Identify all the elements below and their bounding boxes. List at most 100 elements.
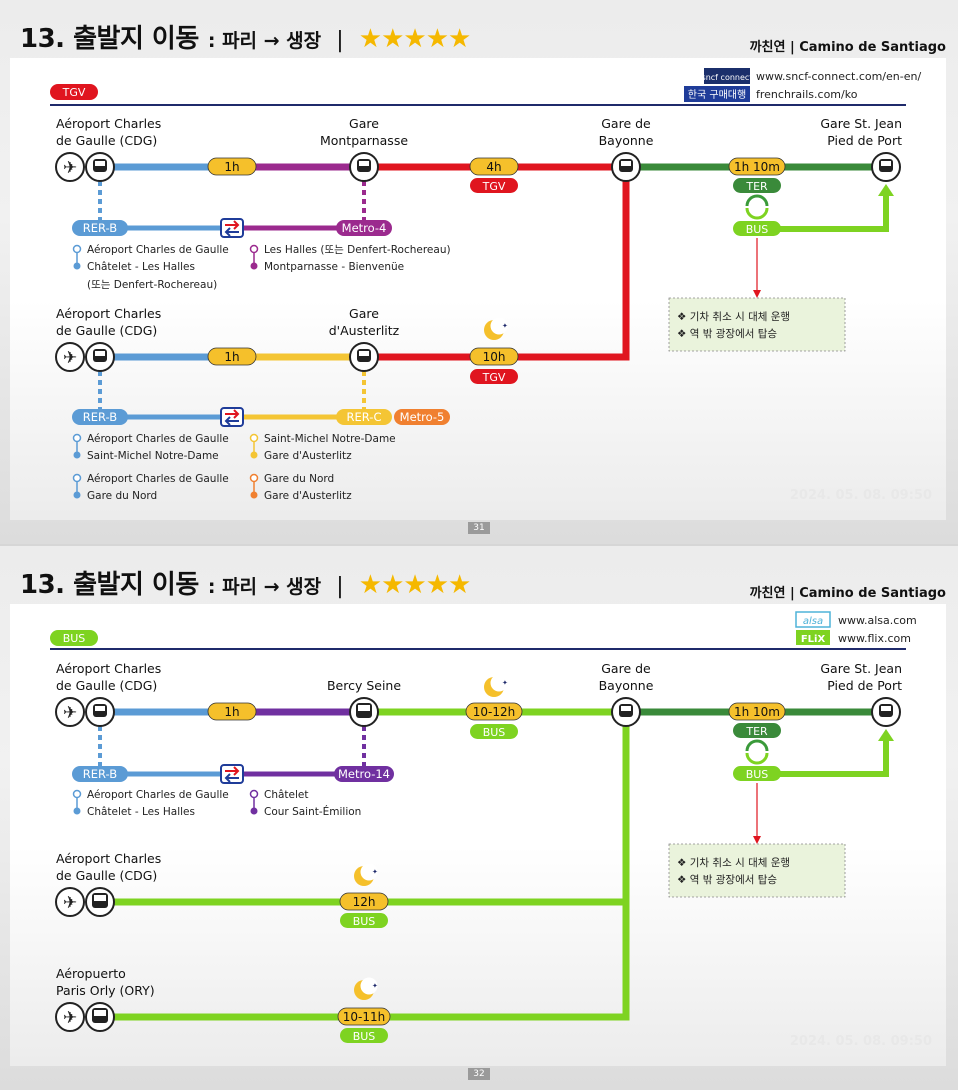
link-alsa[interactable]: www.alsa.com	[838, 614, 917, 627]
mode-label: BUS	[746, 223, 769, 236]
station-cdg-2-line2: de Gaulle (CDG)	[56, 323, 157, 338]
duration-label: 10-12h	[473, 705, 515, 719]
bus-icon	[349, 697, 379, 727]
mode-label: TGV	[482, 371, 506, 384]
duration-label: 1h 10m	[734, 160, 780, 174]
link-sncf[interactable]: www.sncf-connect.com/en-en/	[756, 70, 921, 83]
station-cdg-1-line2: de Gaulle (CDG)	[56, 133, 157, 148]
stop-list-metro14: Châtelet Cour Saint-Émilion	[249, 789, 361, 818]
rating-stars: ★★★★★	[358, 24, 472, 54]
slide-31: 13. 출발지 이동 : 파리 → 생장 | ★★★★★ 까친연 | Camin…	[0, 0, 958, 544]
mode-tag-bus	[50, 630, 98, 646]
svg-text:(또는 Denfert-Rochereau): (또는 Denfert-Rochereau)	[87, 279, 217, 291]
svg-text:Aéroport Charles de Gaulle: Aéroport Charles de Gaulle	[87, 473, 229, 485]
station-orly-line2: Paris Orly (ORY)	[56, 983, 155, 998]
station-cdg-2-line2: de Gaulle (CDG)	[56, 868, 157, 883]
diagram-panel	[10, 604, 946, 1066]
duration-label: 12h	[353, 895, 376, 909]
duration-pill	[207, 157, 257, 176]
station-orly-line1: Aéropuerto	[56, 966, 126, 981]
duration-pill	[469, 157, 519, 176]
mode-label: BUS	[483, 726, 506, 739]
recycle-icon	[745, 739, 769, 765]
moon-icon: ✦	[354, 863, 378, 886]
train-icon	[871, 697, 901, 727]
svg-text:Châtelet: Châtelet	[264, 789, 309, 801]
alsa-logo-text: alsa	[803, 616, 823, 627]
station-austerlitz-line1: Gare	[349, 306, 379, 321]
korea-agent-logo	[684, 86, 750, 102]
stop-list-rer-b: Aéroport Charles de Gaulle Châtelet - Le…	[72, 789, 229, 818]
duration-pill	[728, 702, 786, 721]
svg-text:Les Halles (또는 Denfert-Rochere: Les Halles (또는 Denfert-Rochereau)	[264, 244, 451, 256]
svg-text:Gare du Nord: Gare du Nord	[264, 473, 334, 485]
station-stjean-line2: Pied de Port	[827, 678, 902, 693]
svg-text:Cour Saint-Émilion: Cour Saint-Émilion	[264, 805, 361, 818]
mode-label: BUS	[353, 915, 376, 928]
mode-tag-label: BUS	[63, 632, 86, 645]
moon-icon: ✦	[484, 317, 508, 340]
station-montparnasse-line1: Gare	[349, 116, 379, 131]
duration-label: 1h	[224, 160, 239, 174]
route-diagram-tgv: TGV sncf connect www.sncf-connect.com/en…	[50, 68, 921, 502]
mode-pill-bus	[733, 766, 781, 781]
section-title: 13. 출발지 이동	[20, 570, 199, 600]
line-bus-orly	[100, 712, 630, 1021]
station-cdg-2-line1: Aéroport Charles	[56, 306, 161, 321]
slide-header: 13. 출발지 이동 : 파리 → 생장 | ★★★★★	[20, 18, 472, 58]
duration-label: 1h 10m	[734, 705, 780, 719]
timestamp: 2024. 05. 08. 09:50	[789, 488, 932, 503]
mode-tag-tgv	[50, 84, 98, 100]
stop-list-rer-b-1: Aéroport Charles de Gaulle Châtelet - Le…	[72, 244, 229, 291]
svg-text:✈: ✈	[63, 893, 77, 913]
svg-text:Châtelet - Les Halles: Châtelet - Les Halles	[87, 806, 195, 818]
mode-label: BUS	[353, 1030, 376, 1043]
station-cdg-2-line1: Aéroport Charles	[56, 851, 161, 866]
flix-logo	[796, 630, 830, 645]
mode-pill-bus	[340, 1028, 388, 1043]
duration-pill	[728, 157, 786, 176]
line-pill-metro5	[394, 409, 450, 425]
duration-pill	[465, 702, 523, 721]
station-stjean-line2: Pied de Port	[827, 133, 902, 148]
stop-list-metro4: Les Halles (또는 Denfert-Rochereau) Montpa…	[249, 244, 451, 273]
station-bayonne-line1: Gare de	[601, 116, 651, 131]
mode-pill-ter	[733, 723, 781, 738]
duration-label: 10h	[483, 350, 506, 364]
line-label: Metro-5	[400, 410, 445, 424]
route-diagram-bus: BUS alsa www.alsa.com FLiX www.flix.com …	[50, 611, 917, 1043]
svg-text:Montparnasse - Bienvenüe: Montparnasse - Bienvenüe	[264, 261, 404, 273]
line-label: RER-C	[347, 410, 382, 424]
page-number: 32	[468, 1068, 490, 1080]
svg-text:Aéroport Charles de Gaulle: Aéroport Charles de Gaulle	[87, 244, 229, 256]
route-title: : 파리 → 생장	[207, 30, 322, 52]
mode-pill-ter	[733, 178, 781, 193]
flix-logo-text: FLiX	[801, 634, 826, 645]
duration-label: 10-11h	[343, 1010, 385, 1024]
header-divider: |	[336, 28, 344, 53]
stop-list-rer-b-2b: Aéroport Charles de Gaulle Gare du Nord	[72, 473, 229, 502]
mode-pill-bus	[340, 913, 388, 928]
duration-pill	[339, 892, 389, 911]
moon-icon: ✦	[484, 674, 508, 697]
sncf-logo-text: sncf connect	[702, 73, 753, 82]
station-bercy: Bercy Seine	[327, 678, 401, 693]
note-line: ❖ 역 밖 광장에서 탑승	[677, 874, 777, 886]
station-cdg-1-line1: Aéroport Charles	[56, 661, 161, 676]
line-bus-1	[757, 192, 889, 232]
arrow-up	[878, 729, 894, 741]
station-cdg-1-line1: Aéroport Charles	[56, 116, 161, 131]
timestamp: 2024. 05. 08. 09:50	[789, 1034, 932, 1049]
transfer-icon	[220, 407, 244, 427]
svg-text:✈: ✈	[63, 703, 77, 723]
airplane-icon: ✈	[55, 152, 85, 182]
svg-text:Aéroport Charles de Gaulle: Aéroport Charles de Gaulle	[87, 433, 229, 445]
train-icon	[349, 342, 379, 372]
route-title: : 파리 → 생장	[207, 576, 322, 598]
note-arrowhead	[753, 290, 761, 298]
title-rule	[50, 648, 906, 650]
svg-text:✈: ✈	[63, 158, 77, 178]
svg-text:Gare d'Austerlitz: Gare d'Austerlitz	[264, 490, 352, 502]
link-flix[interactable]: www.flix.com	[838, 632, 911, 645]
link-frenchrails[interactable]: frenchrails.com/ko	[756, 88, 858, 101]
